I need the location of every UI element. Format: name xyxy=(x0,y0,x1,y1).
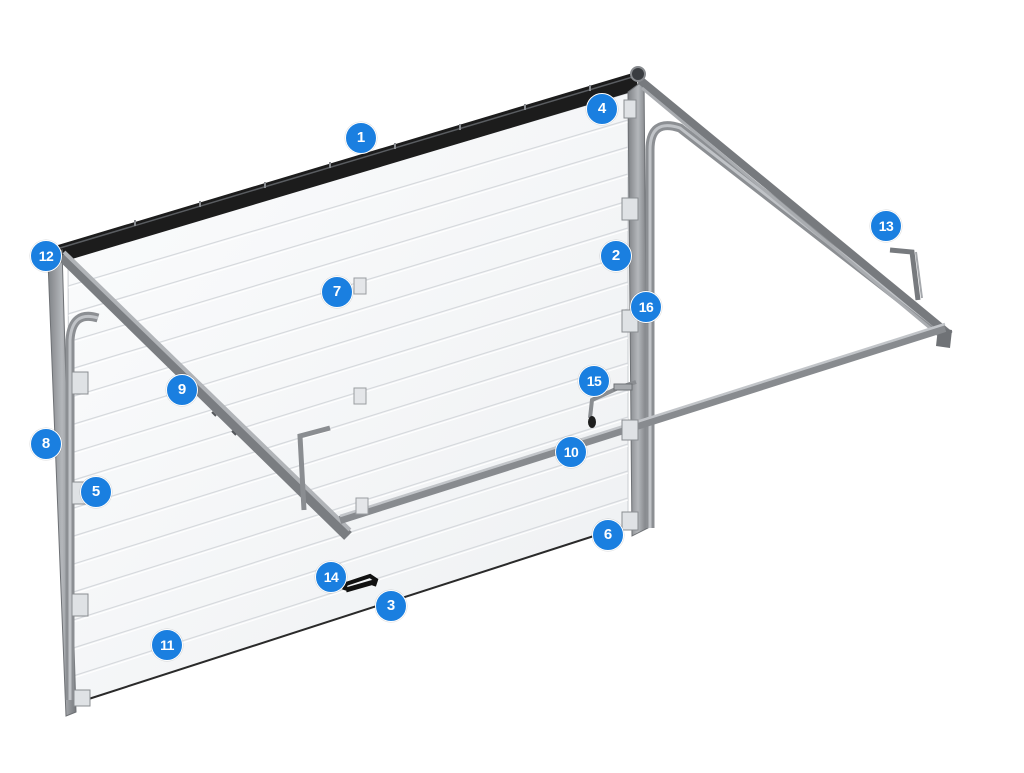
panel-groove xyxy=(69,389,628,566)
callout-marker-15[interactable]: 15 xyxy=(578,365,610,397)
panel-groove xyxy=(68,308,628,483)
panel-groove-highlight xyxy=(69,364,628,540)
callout-marker-9[interactable]: 9 xyxy=(166,374,198,406)
panel-groove xyxy=(69,362,628,538)
callout-marker-12[interactable]: 12 xyxy=(30,240,62,272)
panel-groove-highlight xyxy=(68,310,628,484)
callout-marker-1[interactable]: 1 xyxy=(345,122,377,154)
door-handle xyxy=(342,573,379,591)
panel-groove-highlight xyxy=(69,418,628,596)
right-curved-track xyxy=(645,121,943,528)
callout-marker-5[interactable]: 5 xyxy=(80,476,112,508)
callout-marker-8[interactable]: 8 xyxy=(30,428,62,460)
panel-groove-highlight xyxy=(68,229,628,401)
panel-groove-highlight xyxy=(68,148,628,317)
panel-groove xyxy=(69,470,628,650)
panel-groove xyxy=(68,281,628,455)
cross-rail xyxy=(338,324,947,524)
panel-grooves xyxy=(68,119,628,680)
strut-hanger xyxy=(297,425,331,511)
panel-groove xyxy=(68,119,628,287)
panel-groove-highlight xyxy=(68,121,628,289)
ceiling-hanger-bracket xyxy=(889,247,921,301)
callout-marker-4[interactable]: 4 xyxy=(586,93,618,125)
callout-marker-2[interactable]: 2 xyxy=(600,240,632,272)
callout-marker-7[interactable]: 7 xyxy=(321,276,353,308)
right-horizontal-angle xyxy=(637,76,953,339)
top-header-seal xyxy=(58,72,638,262)
panel-groove-highlight xyxy=(68,175,628,345)
callout-marker-11[interactable]: 11 xyxy=(151,629,183,661)
panel-groove xyxy=(68,227,628,399)
panel-groove-highlight xyxy=(69,391,628,568)
bottom-seal xyxy=(69,524,629,706)
top-roller xyxy=(630,66,646,82)
callout-marker-16[interactable]: 16 xyxy=(630,291,662,323)
callout-marker-3[interactable]: 3 xyxy=(375,590,407,622)
door-panel xyxy=(67,92,629,706)
header-clips xyxy=(134,85,591,226)
callout-marker-10[interactable]: 10 xyxy=(555,436,587,468)
panel-groove-highlight xyxy=(69,472,628,652)
panel-groove xyxy=(68,146,628,315)
panel-groove-highlight xyxy=(68,283,628,457)
panel-groove xyxy=(68,254,628,427)
callout-marker-14[interactable]: 14 xyxy=(315,561,347,593)
panel-groove xyxy=(69,416,628,594)
panel-groove xyxy=(68,335,628,511)
panel-groove xyxy=(68,173,628,343)
diagonal-strut xyxy=(58,252,352,540)
center-hinges xyxy=(353,277,369,515)
callout-marker-6[interactable]: 6 xyxy=(592,519,624,551)
callout-marker-13[interactable]: 13 xyxy=(870,210,902,242)
panel-groove-highlight xyxy=(68,337,628,512)
panel-groove-highlight xyxy=(68,256,628,429)
